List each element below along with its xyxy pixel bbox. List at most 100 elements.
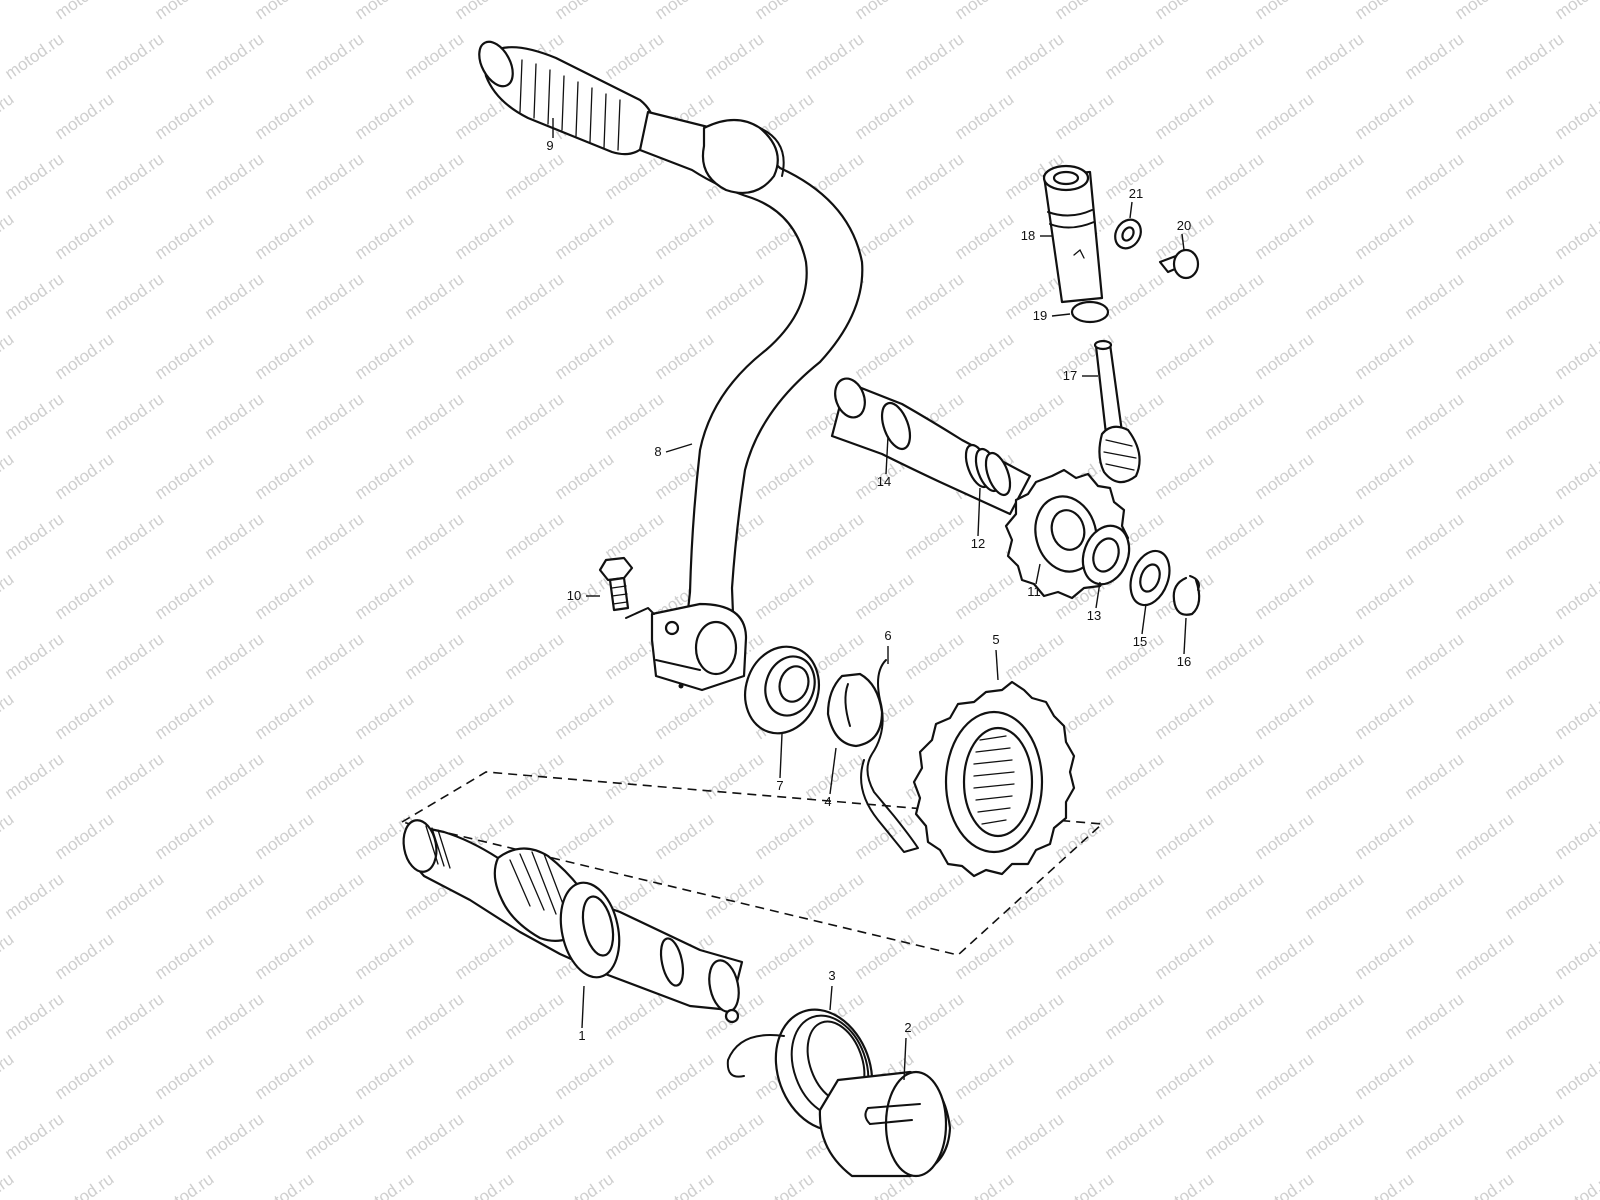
watermark-text: motod.ru xyxy=(1251,929,1317,983)
watermark-text: motod.ru xyxy=(1401,989,1467,1043)
kick-starter-shaft xyxy=(402,819,744,1024)
watermark-text: motod.ru xyxy=(1551,569,1600,623)
watermark-text: motod.ru xyxy=(1001,1109,1067,1163)
watermark-text: motod.ru xyxy=(151,1049,217,1103)
watermark-text: motod.ru xyxy=(701,269,767,323)
watermark-text: motod.ru xyxy=(1151,329,1217,383)
watermark-text: motod.ru xyxy=(151,569,217,623)
watermark-text: motod.ru xyxy=(1501,269,1567,323)
watermark-text: motod.ru xyxy=(51,0,117,23)
watermark-text: motod.ru xyxy=(951,209,1017,263)
watermark-text: motod.ru xyxy=(1401,149,1467,203)
callout-label-12: 12 xyxy=(971,536,985,551)
watermark-text: motod.ru xyxy=(0,929,17,983)
watermark-text: motod.ru xyxy=(1501,509,1567,563)
watermark-text: motod.ru xyxy=(1251,89,1317,143)
kick-starter-gear xyxy=(912,680,1076,878)
callout-label-1: 1 xyxy=(578,1028,585,1043)
watermark-text: motod.ru xyxy=(1551,929,1600,983)
watermark-text: motod.ru xyxy=(101,749,167,803)
watermark-text: motod.ru xyxy=(601,269,667,323)
watermark-text: motod.ru xyxy=(751,569,817,623)
watermark-text: motod.ru xyxy=(51,809,117,863)
watermark-text: motod.ru xyxy=(251,329,317,383)
watermark-text: motod.ru xyxy=(401,509,467,563)
watermark-text: motod.ru xyxy=(351,1169,417,1200)
watermark-text: motod.ru xyxy=(501,389,567,443)
watermark-text: motod.ru xyxy=(1101,269,1167,323)
watermark-text: motod.ru xyxy=(401,269,467,323)
watermark-text: motod.ru xyxy=(1251,689,1317,743)
watermark-text: motod.ru xyxy=(1501,29,1567,83)
watermark-text: motod.ru xyxy=(451,1169,517,1200)
watermark-text: motod.ru xyxy=(51,1049,117,1103)
watermark-text: motod.ru xyxy=(1051,89,1117,143)
callout-label-15: 15 xyxy=(1133,634,1147,649)
watermark-text: motod.ru xyxy=(301,389,367,443)
watermark-text: motod.ru xyxy=(801,509,867,563)
watermark-text: motod.ru xyxy=(1,1109,67,1163)
watermark-text: motod.ru xyxy=(1401,269,1467,323)
watermark-text: motod.ru xyxy=(951,1049,1017,1103)
watermark-text: motod.ru xyxy=(551,329,617,383)
watermark-text: motod.ru xyxy=(651,0,717,23)
watermark-text: motod.ru xyxy=(0,89,17,143)
watermark-text: motod.ru xyxy=(951,329,1017,383)
watermark-text: motod.ru xyxy=(901,509,967,563)
watermark-text: motod.ru xyxy=(51,929,117,983)
watermark-text: motod.ru xyxy=(151,329,217,383)
watermark-text: motod.ru xyxy=(1401,749,1467,803)
callout-label-17: 17 xyxy=(1063,368,1077,383)
watermark-text: motod.ru xyxy=(151,209,217,263)
leader-21 xyxy=(1129,201,1133,219)
watermark-text: motod.ru xyxy=(0,1049,17,1103)
watermark-text: motod.ru xyxy=(1301,749,1367,803)
watermark-text: motod.ru xyxy=(1,29,67,83)
callout-label-7: 7 xyxy=(776,778,783,793)
watermark-text: motod.ru xyxy=(1351,329,1417,383)
watermark-text: motod.ru xyxy=(1101,29,1167,83)
leader-2 xyxy=(903,1037,907,1081)
watermark-text: motod.ru xyxy=(351,449,417,503)
watermark-text: motod.ru xyxy=(501,1109,567,1163)
watermark-text: motod.ru xyxy=(51,329,117,383)
spring-with-stopper xyxy=(826,659,919,853)
watermark-text: motod.ru xyxy=(1001,629,1067,683)
callout-label-19: 19 xyxy=(1033,308,1047,323)
watermark-text: motod.ru xyxy=(651,329,717,383)
watermark-text: motod.ru xyxy=(1501,749,1567,803)
watermark-text: motod.ru xyxy=(1051,929,1117,983)
watermark-text: motod.ru xyxy=(951,0,1017,23)
watermark-text: motod.ru xyxy=(1251,1169,1317,1200)
watermark-text: motod.ru xyxy=(1001,869,1067,923)
watermark-text: motod.ru xyxy=(151,929,217,983)
callout-label-16: 16 xyxy=(1177,654,1191,669)
watermark-text: motod.ru xyxy=(1151,809,1217,863)
leader-8 xyxy=(665,443,693,453)
oil-seal xyxy=(744,645,820,735)
watermark-text: motod.ru xyxy=(651,1169,717,1200)
watermark-text: motod.ru xyxy=(1,869,67,923)
watermark-text: motod.ru xyxy=(1001,989,1067,1043)
watermark-text: motod.ru xyxy=(0,449,17,503)
watermark-text: motod.ru xyxy=(851,329,917,383)
watermark-text: motod.ru xyxy=(601,749,667,803)
watermark-text: motod.ru xyxy=(1451,89,1517,143)
watermark-text: motod.ru xyxy=(601,509,667,563)
watermark-text: motod.ru xyxy=(401,629,467,683)
watermark-text: motod.ru xyxy=(251,1049,317,1103)
leader-1 xyxy=(581,985,585,1029)
callout-label-3: 3 xyxy=(828,968,835,983)
watermark-text: motod.ru xyxy=(951,569,1017,623)
watermark-text: motod.ru xyxy=(1051,0,1117,23)
watermark-text: motod.ru xyxy=(301,869,367,923)
watermark-text: motod.ru xyxy=(651,689,717,743)
watermark-text: motod.ru xyxy=(101,509,167,563)
bolt-20 xyxy=(1158,248,1200,280)
watermark-text: motod.ru xyxy=(651,1049,717,1103)
watermark-text: motod.ru xyxy=(1451,689,1517,743)
watermark-text: motod.ru xyxy=(401,29,467,83)
watermark-text: motod.ru xyxy=(51,1169,117,1200)
watermark-text: motod.ru xyxy=(101,1109,167,1163)
watermark-text: motod.ru xyxy=(1051,1169,1117,1200)
